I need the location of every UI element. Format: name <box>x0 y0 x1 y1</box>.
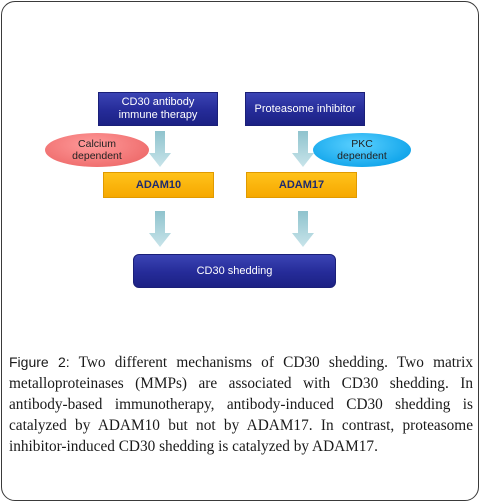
arrow-down-icon <box>149 211 171 247</box>
proteasome-inhibitor-box: Proteasome inhibitor <box>245 92 365 126</box>
adam17-label: ADAM17 <box>278 178 325 191</box>
pkc-dependent-label: PKC dependent <box>337 137 387 162</box>
pkc-dependent-ellipse: PKC dependent <box>313 133 411 167</box>
figure-label: Figure 2: <box>9 354 70 370</box>
cd30-shedding-box: CD30 shedding <box>133 254 336 288</box>
adam17-box: ADAM17 <box>246 172 357 198</box>
adam10-label: ADAM10 <box>135 178 182 191</box>
cd30-shedding-label: CD30 shedding <box>196 264 273 277</box>
adam10-box: ADAM10 <box>103 172 214 198</box>
calcium-dependent-ellipse: Calcium dependent <box>45 133 149 167</box>
arrow-down-icon <box>292 131 314 167</box>
proteasome-inhibitor-label: Proteasome inhibitor <box>254 102 356 115</box>
cd30-antibody-box: CD30 antibody immune therapy <box>98 92 218 126</box>
arrow-down-icon <box>292 211 314 247</box>
cd30-antibody-label: CD30 antibody immune therapy <box>118 96 198 121</box>
figure-caption: Figure 2: Two different mechanisms of CD… <box>9 352 473 457</box>
calcium-dependent-label: Calcium dependent <box>72 137 122 162</box>
arrow-down-icon <box>149 131 171 167</box>
caption-text: Two different mechanisms of CD30 sheddin… <box>9 354 473 455</box>
